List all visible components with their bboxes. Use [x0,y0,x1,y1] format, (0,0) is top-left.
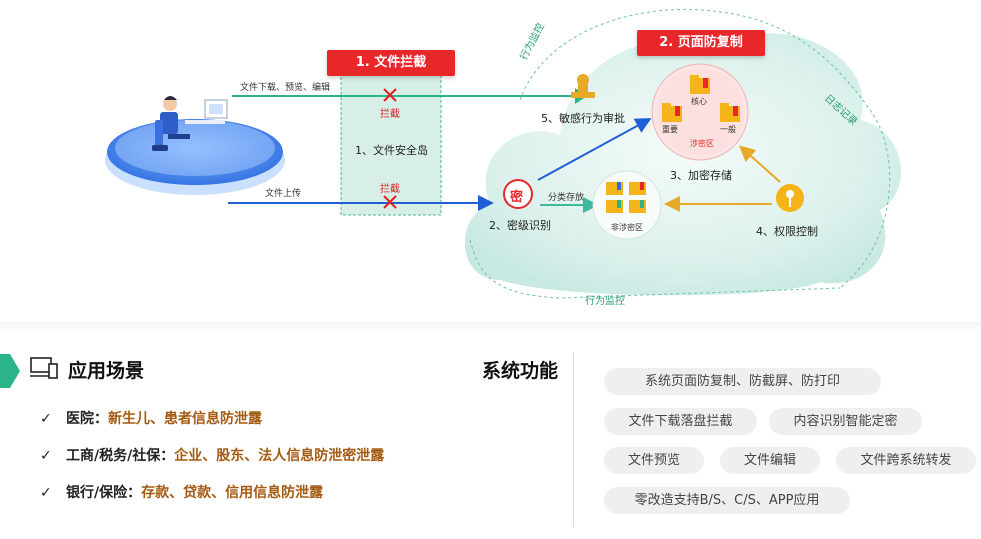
function-pill: 零改造支持B/S、C/S、APP应用 [604,487,850,514]
badge-page-anti-copy: 2. 页面防复制 [637,30,765,56]
scene-highlight: 存款、贷款、信用信息防泄露 [141,485,324,501]
vertical-divider [573,352,574,527]
function-pill: 文件下载落盘拦截 [604,408,757,435]
security-island-label: 1、文件安全岛 [355,144,428,157]
secret-level-icon [503,179,533,209]
cloud [464,33,902,296]
scene-item: ✓ 医院：新生儿、患者信息防泄露 [40,408,262,428]
block-label-bottom: 拦截 [380,184,400,195]
section-divider [0,322,981,332]
scene-highlight: 新生儿、患者信息防泄露 [108,411,262,427]
scenes-title: 应用场景 [68,360,145,382]
badge-file-intercept: 1. 文件拦截 [327,50,455,76]
data-security-diagram [105,8,902,299]
secret-glyph: 密 [510,190,524,205]
user-platform [105,119,285,195]
scene-item: ✓ 银行/保险：存款、贷款、信用信息防泄露 [40,482,323,502]
important-label: 重要 [662,125,678,134]
check-icon: ✓ [40,411,52,427]
function-pill: 内容识别智能定密 [769,408,922,435]
bottom-panel: 应用场景 ✓ 医院：新生儿、患者信息防泄露 ✓ 工商/税务/社保：企业、股东、法人信… [0,330,981,539]
scene-highlight: 企业、股东、法人信息防泄密泄露 [174,448,385,464]
block-label-top: 拦截 [380,109,400,120]
check-icon: ✓ [40,448,52,464]
block-x-bottom [383,195,397,209]
to-secret-arrow [537,118,652,181]
scene-prefix: 工商/税务/社保： [66,448,175,464]
behavior-monitor-bottom-label: 行为监控 [585,296,625,307]
function-pill: 文件编辑 [720,447,820,474]
nonsecret-zone [592,170,662,240]
scene-prefix: 银行/保险： [66,485,142,501]
permission-to-secret-arrow [739,145,781,183]
encrypted-zone [651,63,749,161]
nonsecret-zone-label: 非涉密区 [611,223,643,232]
secret-folder-icons [662,75,740,122]
function-pill: 系统页面防复制、防截屏、防打印 [604,368,881,395]
scene-item: ✓ 工商/税务/社保：企业、股东、法人信息防泄密泄露 [40,445,384,465]
monitor-outline [469,8,891,299]
block-x-top [383,88,397,102]
upload-label: 文件上传 [265,189,302,199]
general-label: 一般 [720,125,736,134]
devices-icon [30,357,58,379]
section-marker-icon [0,354,20,388]
function-pill: 文件预览 [604,447,704,474]
download-label: 文件下载、预览、编辑 [240,83,331,93]
encrypt-store-label: 3、加密存储 [670,169,732,182]
check-icon: ✓ [40,485,52,501]
secret-zone-label: 涉密区 [690,139,714,148]
secret-id-label: 2、密级识别 [489,219,551,232]
functions-title: 系统功能 [482,360,559,382]
core-label: 核心 [691,97,707,106]
stamp-icon [571,74,595,98]
audit-label: 5、敏感行为审批 [541,112,625,125]
function-pill: 文件跨系统转发 [836,447,976,474]
user-at-desk-icon [152,96,228,151]
classify-store-label: 分类存放 [548,193,585,203]
scene-prefix: 医院： [66,411,108,427]
key-icon [776,184,804,212]
permission-label: 4、权限控制 [756,225,818,238]
